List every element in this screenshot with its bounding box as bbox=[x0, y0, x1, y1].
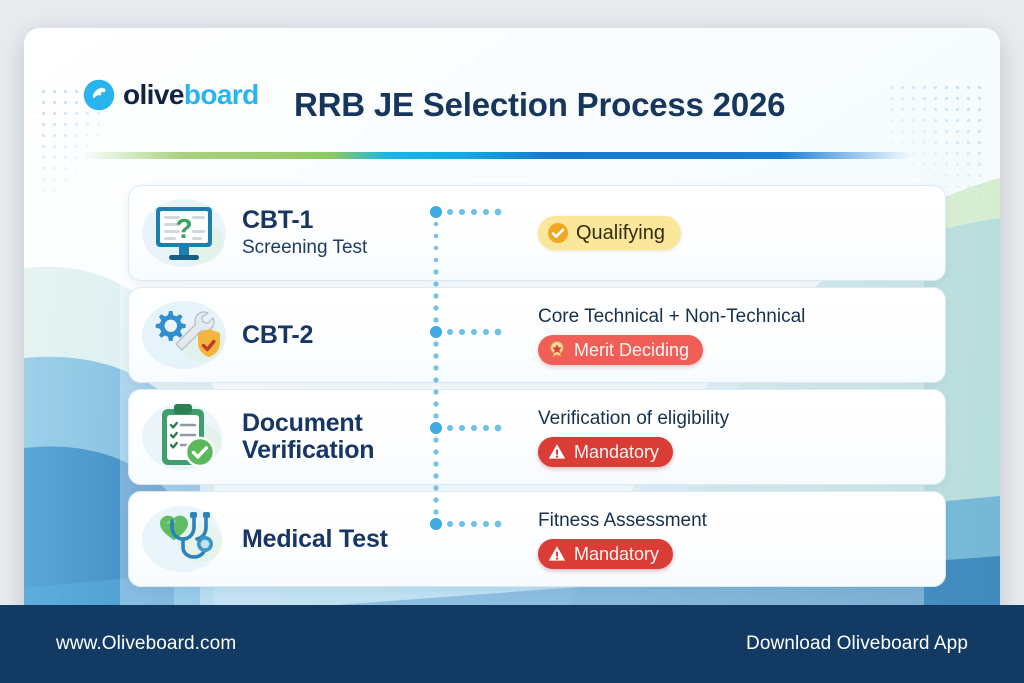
status-badge-qualifying[interactable]: Qualifying bbox=[538, 216, 681, 250]
oliveboard-droplet-logo-icon bbox=[83, 79, 115, 111]
step-title: Medical Test bbox=[242, 524, 388, 553]
badge-label: Mandatory bbox=[574, 441, 660, 462]
brand-word-board: board bbox=[183, 79, 259, 110]
dot-pattern-top-right bbox=[886, 82, 982, 202]
status-badge-merit-deciding[interactable]: Merit Deciding bbox=[538, 334, 704, 365]
step-detail-text: Core Technical + Non-Technical bbox=[538, 306, 806, 328]
step-detail-medical-test: Fitness Assessment Mandatory bbox=[538, 509, 946, 569]
step-detail-cbt2: Core Technical + Non-Technical Merit Dec… bbox=[538, 305, 946, 365]
gear-wrench-shield-icon bbox=[128, 287, 240, 383]
page-title: RRB JE Selection Process 2026 bbox=[294, 86, 786, 123]
step-card-document-verification[interactable]: Document Verification Verification of el… bbox=[128, 389, 946, 485]
step-card-cbt1[interactable]: ? CBT-1 Screening Test bbox=[128, 185, 946, 281]
monitor-question-mark-icon: ? bbox=[128, 185, 240, 281]
footer-website[interactable]: www.Oliveboard.com bbox=[56, 633, 237, 654]
step-title: Document bbox=[242, 409, 363, 437]
clipboard-check-icon bbox=[128, 389, 240, 485]
brand-logo[interactable]: oliveboard bbox=[82, 78, 259, 112]
brand-word-olive: olive bbox=[123, 79, 184, 110]
step-name-medical-test: Medical Test bbox=[240, 524, 446, 553]
award-badge-icon bbox=[550, 340, 564, 357]
brand-wordmark: oliveboard bbox=[123, 81, 259, 109]
step-name-cbt1: CBT-1 Screening Test bbox=[240, 205, 446, 260]
badge-label: Mandatory bbox=[574, 543, 660, 564]
header-gradient-divider bbox=[82, 152, 912, 159]
step-title: CBT-1 bbox=[242, 205, 314, 234]
badge-label: Qualifying bbox=[576, 222, 665, 244]
step-detail-text: Fitness Assessment bbox=[538, 510, 707, 532]
step-title: CBT-2 bbox=[242, 320, 314, 349]
status-badge-mandatory[interactable]: Mandatory bbox=[538, 436, 674, 467]
footer-cta[interactable]: Download Oliveboard App bbox=[746, 633, 968, 654]
poster-card: oliveboard RRB JE Selection Process 2026 bbox=[24, 28, 1000, 660]
step-name-document-verification: Document Verification bbox=[240, 410, 446, 464]
check-circle-icon bbox=[548, 223, 568, 243]
step-card-medical-test[interactable]: Medical Test Fitness Assessment Mandator… bbox=[128, 491, 946, 587]
step-detail-text: Verification of eligibility bbox=[538, 408, 730, 430]
footer-bar: www.Oliveboard.com Download Oliveboard A… bbox=[0, 605, 1024, 683]
step-subtitle: Screening Test bbox=[242, 236, 368, 258]
selection-process-steps: ? CBT-1 Screening Test bbox=[128, 185, 946, 593]
step-detail-document-verification: Verification of eligibility Mandatory bbox=[538, 407, 946, 467]
status-badge-mandatory[interactable]: Mandatory bbox=[538, 538, 674, 569]
step-name-cbt2: CBT-2 bbox=[240, 320, 446, 349]
step-title-line2: Verification bbox=[242, 436, 375, 464]
warning-triangle-icon bbox=[548, 546, 566, 561]
step-card-cbt2[interactable]: CBT-2 Core Technical + Non-Technical Mer… bbox=[128, 287, 946, 383]
warning-triangle-icon bbox=[548, 444, 566, 459]
heart-stethoscope-icon bbox=[128, 491, 240, 587]
step-detail-cbt1: Qualifying bbox=[538, 216, 946, 250]
svg-text:?: ? bbox=[175, 213, 192, 244]
badge-label: Merit Deciding bbox=[574, 339, 690, 360]
